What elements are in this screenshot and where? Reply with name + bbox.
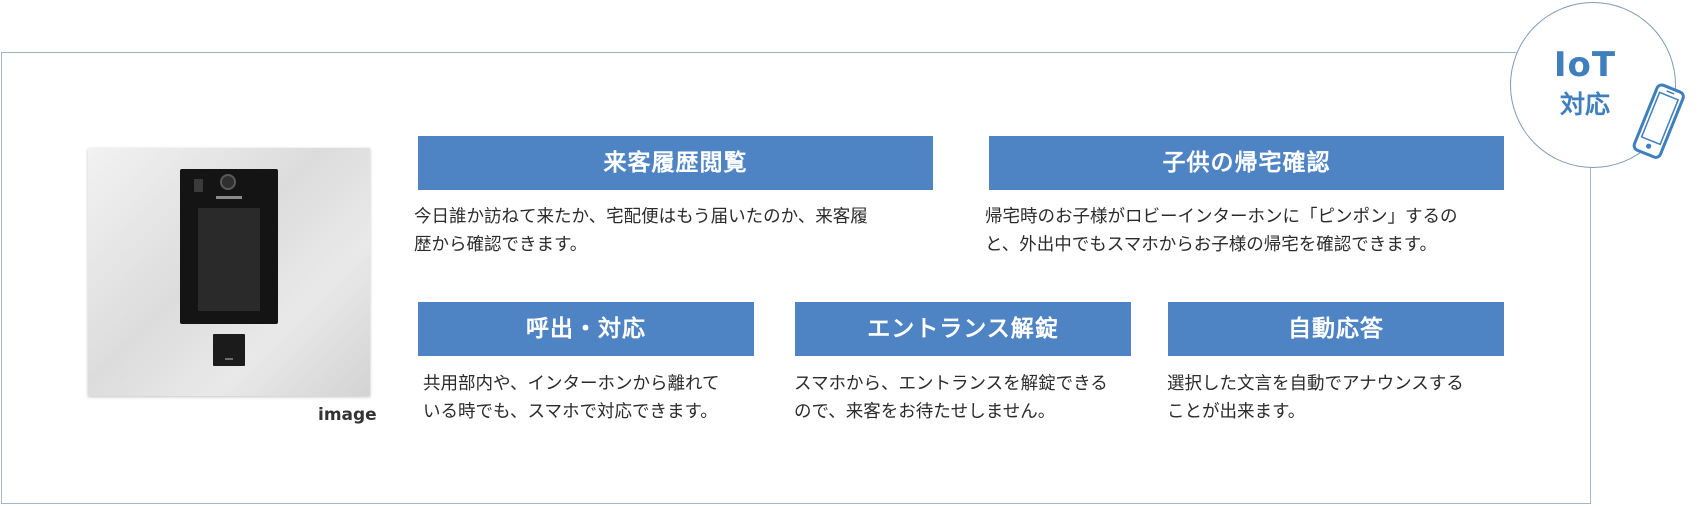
description-line: 歴から確認できます。 — [414, 235, 588, 255]
iot-badge-title: IoT — [1553, 45, 1617, 85]
brand-mark — [216, 196, 242, 199]
description-line: 帰宅時のお子様がロビーインターホンに「ピンポン」するの — [985, 207, 1458, 227]
iot-badge-subtitle: 対応 — [1559, 90, 1610, 119]
sensor-icon — [194, 179, 203, 192]
feature-header-call-response: 呼出・対応 — [418, 302, 754, 356]
description-line: 今日誰か訪ねて来たか、宅配便はもう届いたのか、来客履 — [414, 207, 868, 227]
feature-description-call-response: 共用部内や、インターホンから離れて いる時でも、スマホで対応できます。 — [423, 370, 719, 426]
description-line: と、外出中でもスマホからお子様の帰宅を確認できます。 — [985, 235, 1438, 255]
intercom-screen — [198, 208, 260, 311]
feature-header-child-return: 子供の帰宅確認 — [989, 136, 1504, 190]
description-line: 共用部内や、インターホンから離れて — [423, 374, 720, 394]
intercom-product-image — [88, 148, 370, 396]
intercom-panel — [180, 169, 278, 324]
feature-description-entrance-unlock: スマホから、エントランスを解錠できる ので、来客をお待たせしません。 — [794, 370, 1108, 426]
feature-header-auto-response: 自動応答 — [1168, 302, 1504, 356]
feature-description-auto-response: 選択した文言を自動でアナウンスする ことが出来ます。 — [1167, 370, 1464, 426]
camera-icon — [220, 174, 236, 190]
description-line: いる時でも、スマホで対応できます。 — [423, 402, 718, 422]
smartphone-icon — [1632, 83, 1685, 159]
card-reader — [213, 334, 245, 366]
feature-description-child-return: 帰宅時のお子様がロビーインターホンに「ピンポン」するの と、外出中でもスマホから… — [985, 203, 1458, 259]
description-line: ので、来客をお待たせしません。 — [794, 402, 1056, 422]
feature-description-visitor-history: 今日誰か訪ねて来たか、宅配便はもう届いたのか、来客履 歴から確認できます。 — [414, 203, 868, 259]
description-line: ことが出来ます。 — [1167, 402, 1306, 422]
iot-badge: IoT 対応 — [1510, 2, 1676, 168]
description-line: 選択した文言を自動でアナウンスする — [1167, 374, 1464, 394]
image-caption: image — [318, 405, 377, 425]
description-line: スマホから、エントランスを解錠できる — [794, 374, 1108, 394]
reader-indicator-icon — [225, 358, 233, 360]
feature-header-visitor-history: 来客履歴閲覧 — [418, 136, 933, 190]
feature-header-entrance-unlock: エントランス解錠 — [795, 302, 1131, 356]
